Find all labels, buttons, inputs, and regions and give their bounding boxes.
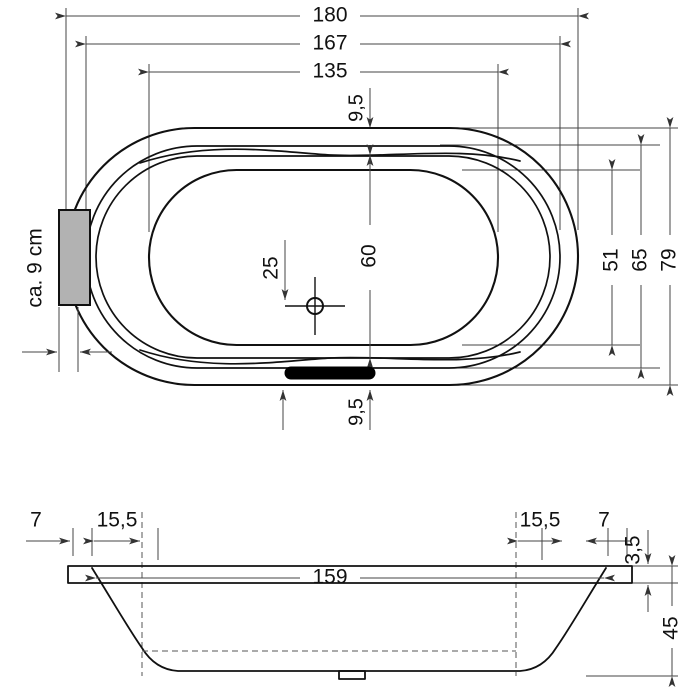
dim-label-95-bottom: 9,5 bbox=[345, 398, 367, 426]
dim-label-51: 51 bbox=[600, 248, 623, 271]
dimension-width-51: 51 bbox=[600, 159, 623, 356]
dimension-inner-length: 135 bbox=[138, 60, 509, 83]
dim-label-65: 65 bbox=[629, 248, 652, 271]
dim-label-79: 79 bbox=[658, 248, 681, 271]
plan-extension-lines-vertical bbox=[65, 8, 579, 232]
dim-label-155-left: 15,5 bbox=[97, 509, 138, 532]
tub-inner-basin bbox=[147, 168, 500, 347]
section-extension-lines bbox=[72, 528, 628, 560]
tub-flare-top bbox=[139, 148, 521, 164]
dim-label-7-left: 7 bbox=[30, 509, 42, 532]
section-rim-band bbox=[67, 565, 633, 584]
dim-label-159: 159 bbox=[312, 566, 347, 589]
tub-contour-3 bbox=[95, 155, 551, 359]
dim-label-135: 135 bbox=[312, 60, 347, 83]
dimension-headrest: ca. 9 cm bbox=[22, 228, 112, 372]
dimension-drain-offset: 25 bbox=[260, 240, 289, 300]
dim-label-ca-9-cm: ca. 9 cm bbox=[24, 228, 47, 307]
dim-label-25: 25 bbox=[260, 256, 283, 279]
dimension-left-rim: 7 bbox=[26, 509, 70, 545]
dimension-rim-thickness-top: 9,5 bbox=[345, 88, 374, 180]
plan-extension-lines-horizontal bbox=[430, 127, 678, 386]
dimension-inner-width: 60 bbox=[358, 144, 381, 369]
waste-outlet-nub bbox=[338, 670, 366, 680]
overflow-slot bbox=[284, 366, 376, 380]
dimension-width-65: 65 bbox=[629, 134, 652, 379]
tub-flare-bottom bbox=[139, 349, 521, 365]
dimension-depth: 45 bbox=[586, 555, 683, 687]
dimension-rim-thickness-bottom: 9,5 bbox=[279, 390, 374, 430]
dim-label-45: 45 bbox=[660, 616, 683, 639]
dimension-overall-width: 79 bbox=[658, 117, 681, 396]
dim-label-180: 180 bbox=[312, 4, 347, 27]
dim-label-155-right: 15,5 bbox=[520, 509, 561, 532]
dimension-overall-length: 180 bbox=[55, 4, 589, 27]
headrest-block bbox=[58, 209, 91, 306]
dimension-inner-top-width: 159 bbox=[85, 566, 615, 589]
dim-label-95-top: 9,5 bbox=[345, 94, 367, 122]
dimension-left-taper: 15,5 bbox=[83, 509, 140, 545]
dimension-right-rim: 7 bbox=[586, 509, 630, 545]
tub-outer-rim bbox=[64, 126, 580, 387]
tub-contour-2 bbox=[85, 145, 561, 369]
dim-label-167: 167 bbox=[312, 32, 347, 55]
dimension-rim-length: 167 bbox=[75, 32, 571, 55]
dim-label-35: 3,5 bbox=[622, 535, 645, 564]
section-view: 7 15,5 15,5 7 3,5 45 bbox=[26, 509, 683, 687]
dim-label-7-right: 7 bbox=[598, 509, 610, 532]
drain-symbol bbox=[285, 277, 345, 335]
dim-label-60: 60 bbox=[358, 244, 381, 267]
dimension-right-taper: 15,5 bbox=[507, 509, 562, 545]
plan-view: 180 167 135 9,5 bbox=[22, 4, 681, 430]
